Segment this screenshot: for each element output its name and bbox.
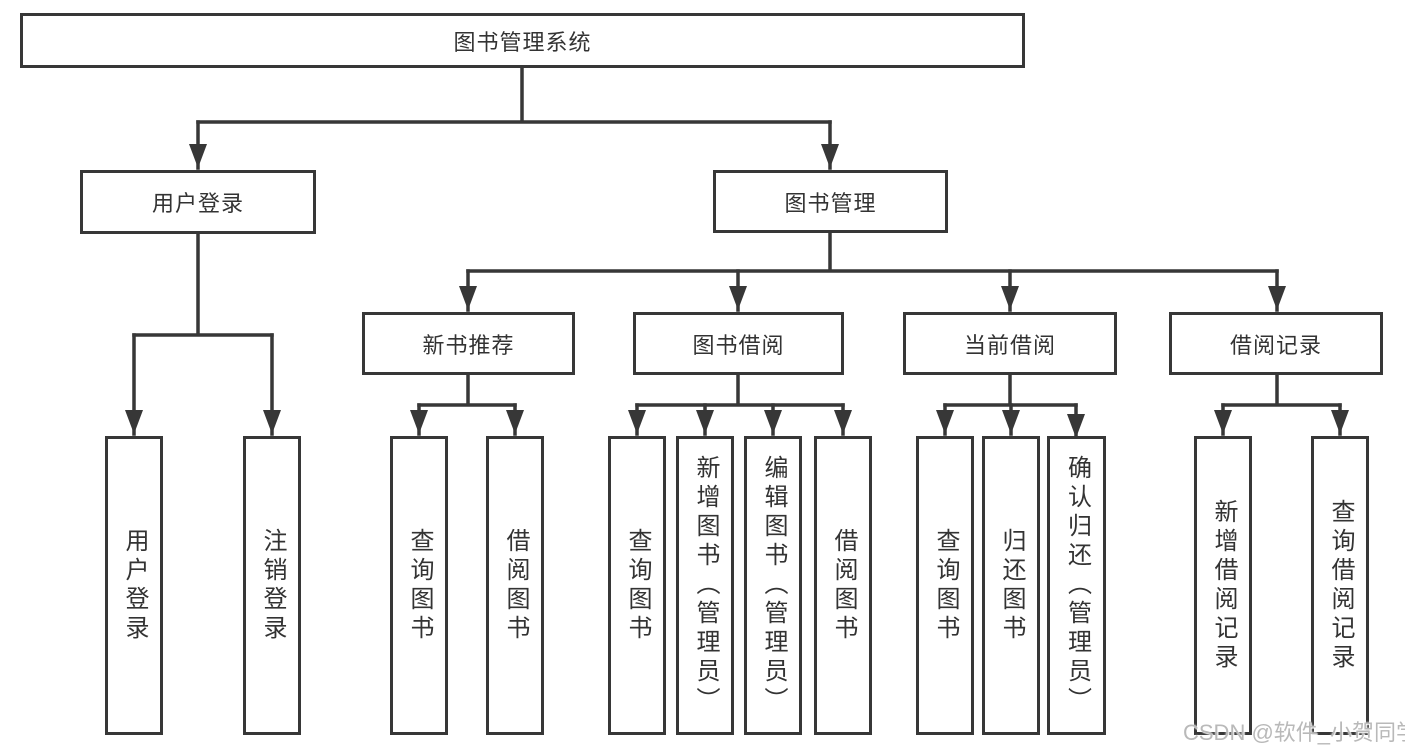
leaf-bb-edit-books-admin-label: 编辑图书（管理员） <box>760 455 787 716</box>
edge-bb-rail <box>635 373 845 407</box>
node-borrow-records: 借阅记录 <box>1169 312 1383 375</box>
leaf-br-add-record: 新增借阅记录 <box>1194 436 1252 735</box>
leaf-bb-add-books-admin-label: 新增图书（管理员） <box>692 455 719 716</box>
leaf-br-query-record: 查询借阅记录 <box>1311 436 1369 735</box>
leaf-nbr-borrow-books: 借阅图书 <box>486 436 544 735</box>
node-current-borrow: 当前借阅 <box>903 312 1117 375</box>
node-book-mgmt-label: 图书管理 <box>784 190 877 216</box>
leaf-cb-query-books-label: 查询图书 <box>932 527 959 644</box>
edge-root-rail <box>196 66 832 124</box>
node-new-book-rec-label: 新书推荐 <box>422 332 515 358</box>
node-user-login-label: 用户登录 <box>151 191 244 216</box>
leaf-user-login-label: 用户登录 <box>121 527 148 644</box>
leaf-bb-query-books-label: 查询图书 <box>624 527 651 644</box>
leaf-nbr-borrow-books-label: 借阅图书 <box>502 527 529 644</box>
edge-book-mgmt-rail <box>466 231 1279 273</box>
node-borrow-records-label: 借阅记录 <box>1229 332 1322 358</box>
leaf-user-login: 用户登录 <box>105 436 163 735</box>
leaf-cb-confirm-return-admin-label: 确认归还（管理员） <box>1063 455 1091 716</box>
node-root: 图书管理系统 <box>20 13 1025 68</box>
leaf-bb-borrow-books: 借阅图书 <box>814 436 872 735</box>
leaf-logout: 注销登录 <box>243 436 301 735</box>
leaf-bb-add-books-admin: 新增图书（管理员） <box>676 436 734 735</box>
leaf-bb-borrow-books-label: 借阅图书 <box>830 527 857 644</box>
leaf-br-add-record-label: 新增借阅记录 <box>1210 498 1237 673</box>
leaf-nbr-query-books: 查询图书 <box>390 436 448 735</box>
edge-nbr-rail <box>417 373 517 407</box>
leaf-cb-confirm-return-admin: 确认归还（管理员） <box>1047 436 1106 735</box>
leaf-br-query-record-label: 查询借阅记录 <box>1327 498 1354 673</box>
leaf-bb-edit-books-admin: 编辑图书（管理员） <box>744 436 802 735</box>
node-book-borrow: 图书借阅 <box>633 312 844 375</box>
leaf-bb-query-books: 查询图书 <box>608 436 666 735</box>
node-current-borrow-label: 当前借阅 <box>963 332 1056 358</box>
csdn-watermark: CSDN @软件_小贺同学 <box>1183 720 1405 745</box>
edge-cb-rail <box>943 373 1078 407</box>
leaf-cb-return-books-label: 归还图书 <box>998 527 1025 644</box>
node-book-borrow-label: 图书借阅 <box>692 332 785 358</box>
leaf-cb-query-books: 查询图书 <box>916 436 974 735</box>
node-new-book-rec: 新书推荐 <box>362 312 575 375</box>
leaf-cb-return-books: 归还图书 <box>982 436 1040 735</box>
edge-user-login-rail <box>132 232 274 337</box>
node-user-login: 用户登录 <box>80 170 316 234</box>
leaf-logout-label: 注销登录 <box>259 527 286 644</box>
leaf-nbr-query-books-label: 查询图书 <box>406 527 433 644</box>
edge-br-rail <box>1221 373 1342 407</box>
node-book-mgmt: 图书管理 <box>713 170 948 233</box>
node-root-label: 图书管理系统 <box>453 29 592 55</box>
